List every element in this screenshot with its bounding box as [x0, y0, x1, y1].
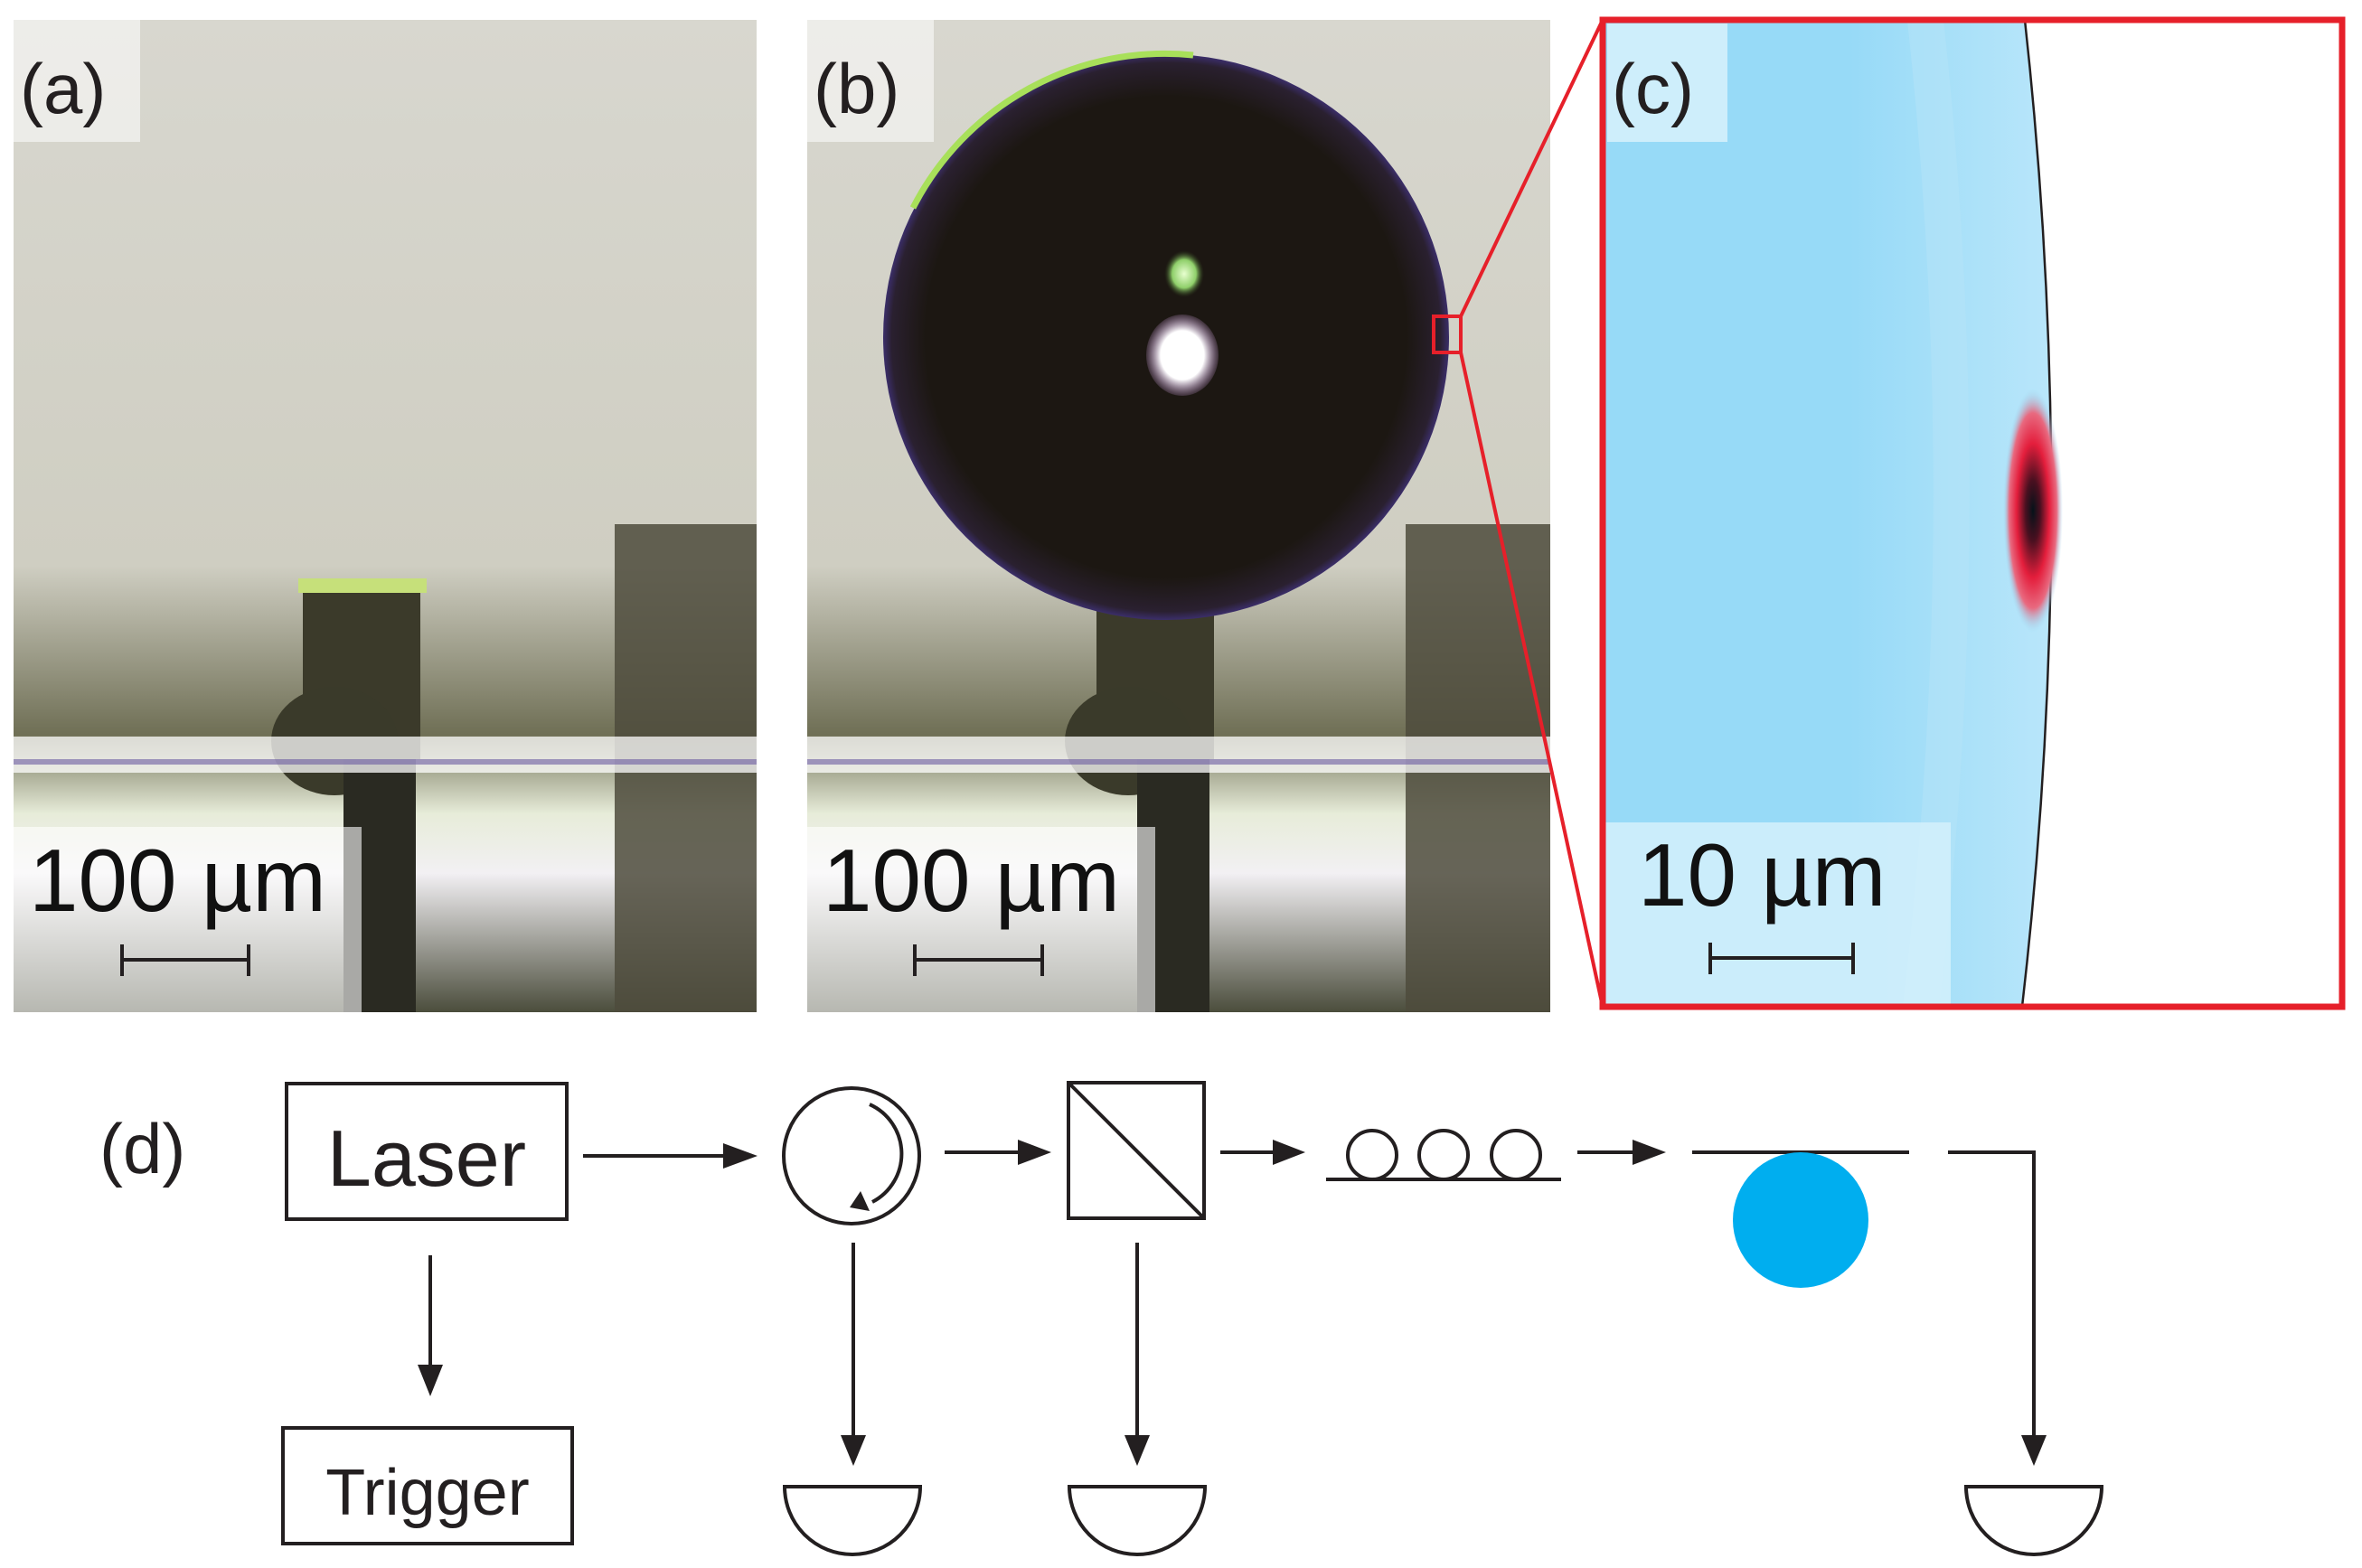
arrow-circulator-to-detector — [841, 1243, 866, 1466]
panel-c-simulation — [1603, 20, 2342, 1007]
circulator-icon — [782, 1086, 921, 1225]
mode-profile — [2003, 389, 2063, 633]
panel-b-label-bg — [807, 20, 934, 142]
trigger-label: Trigger — [325, 1457, 529, 1529]
photodetector-icon — [1067, 1485, 1208, 1556]
trigger-box: Trigger — [281, 1426, 574, 1545]
arrow-laser-to-trigger — [418, 1255, 443, 1396]
photodetector-icon — [782, 1485, 923, 1556]
panel-c-label-bg — [1607, 23, 1727, 142]
panel-b-scale-label: 100 µm — [823, 831, 1120, 930]
beam-splitter-icon — [1067, 1081, 1206, 1220]
zoom-line-bottom — [1459, 352, 1604, 1008]
panel-a-scale-label: 100 µm — [29, 831, 326, 930]
zoom-line-top — [1459, 19, 1604, 317]
panel-b-scale-bar — [913, 944, 1044, 976]
panel-a-label: (a) — [20, 49, 106, 128]
microsphere-icon — [1733, 1152, 1868, 1288]
arrow-transmission-to-detector — [1948, 1150, 2047, 1466]
panel-b-label: (b) — [814, 49, 899, 128]
panel-a-photo — [14, 20, 757, 1012]
panel-c-frame — [1599, 16, 2346, 1010]
panel-c-scale-bar — [1708, 943, 1855, 974]
panel-c-scale-label: 10 µm — [1638, 825, 1886, 925]
photodetector-icon — [1963, 1485, 2104, 1556]
laser-label: Laser — [327, 1113, 526, 1203]
tapered-fiber-coupling — [1692, 1150, 1909, 1288]
panel-c-label: (c) — [1612, 49, 1694, 128]
panel-a-label-bg — [14, 20, 140, 142]
polarization-controller-icon — [1326, 1129, 1561, 1181]
arrow-splitter-to-detector — [1125, 1243, 1150, 1466]
zoom-region-marker — [1432, 315, 1463, 354]
panel-b-photo — [807, 20, 1550, 1012]
panel-d-label: (d) — [99, 1109, 185, 1188]
arrow-polarization-to-sphere — [1577, 1140, 1666, 1165]
laser-box: Laser — [285, 1082, 569, 1221]
arrow-splitter-to-polarization — [1220, 1140, 1305, 1165]
arrow-laser-to-circulator — [583, 1143, 758, 1169]
panel-a-scale-bar — [120, 944, 250, 976]
arrow-circulator-to-splitter — [945, 1140, 1051, 1165]
